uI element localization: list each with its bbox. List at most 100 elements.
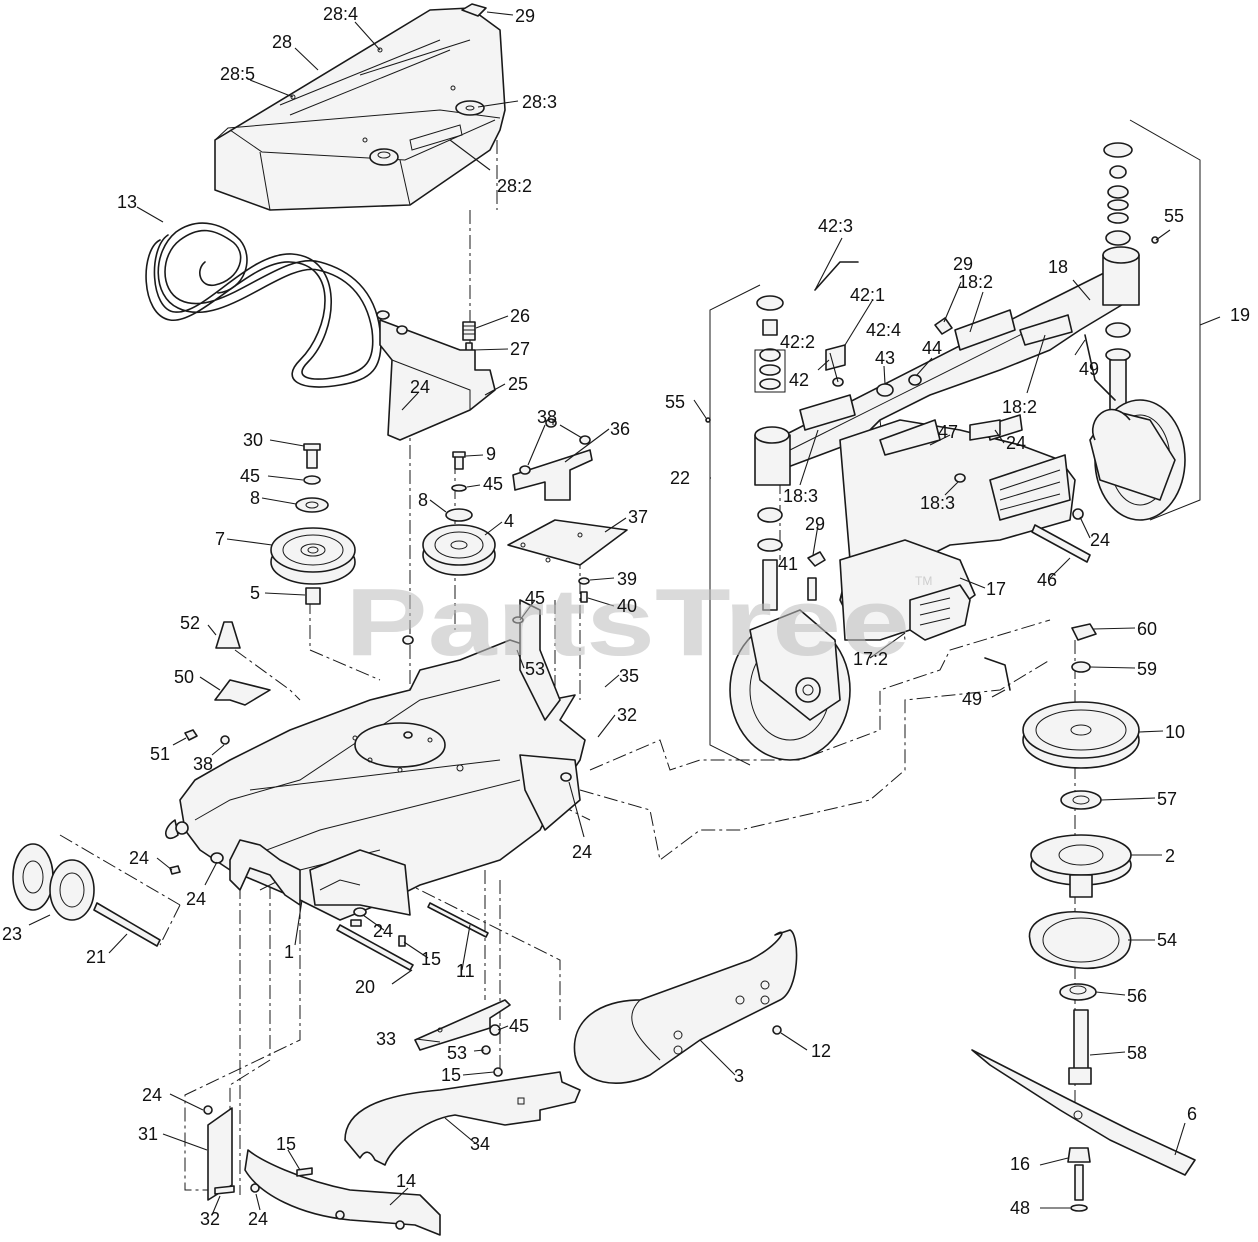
callout-label: 18:3 xyxy=(920,493,955,513)
callout-label: 5 xyxy=(250,583,260,603)
callout-label: 32 xyxy=(200,1209,220,1229)
callout-label: 4 xyxy=(504,511,514,531)
callout-label: 29 xyxy=(805,514,825,534)
deflector-stop xyxy=(184,621,271,745)
callout-label: 57 xyxy=(1157,789,1177,809)
callout-label: 24 xyxy=(1090,530,1110,550)
callout-label: 18:2 xyxy=(1002,397,1037,417)
callout-label: 37 xyxy=(628,507,648,527)
callout-label: 7 xyxy=(215,529,225,549)
callout-label: 20 xyxy=(355,977,375,997)
callout-label: 49 xyxy=(1079,359,1099,379)
callout-label: 24 xyxy=(248,1209,268,1229)
callout-label: 38 xyxy=(537,407,557,427)
callout-label: 1 xyxy=(284,942,294,962)
callout-label: 55 xyxy=(1164,206,1184,226)
callout-label: 43 xyxy=(875,348,895,368)
callout-label: 28:3 xyxy=(522,92,557,112)
callout-label: 15 xyxy=(421,949,441,969)
callout-label: 11 xyxy=(456,961,475,981)
callout-label: 24 xyxy=(186,889,206,909)
watermark-text: PartsTree xyxy=(345,569,910,676)
caster-arm-assembly xyxy=(774,269,1131,641)
watermark-trademark: TM xyxy=(915,574,932,588)
callout-label: 8 xyxy=(250,488,260,508)
callout-label: 44 xyxy=(922,338,942,358)
callout-label: 29 xyxy=(953,254,973,274)
callout-label: 35 xyxy=(619,666,639,686)
callout-label: 45 xyxy=(525,588,545,608)
callout-label: 24 xyxy=(373,921,393,941)
callout-label: 28 xyxy=(272,32,292,52)
callout-label: 2 xyxy=(1165,846,1175,866)
callout-label: 25 xyxy=(508,374,528,394)
callout-label: 21 xyxy=(86,947,106,967)
roller-assembly xyxy=(12,843,181,947)
callout-label: 60 xyxy=(1137,619,1157,639)
caster-hardware xyxy=(705,261,1116,691)
callout-label: 39 xyxy=(617,569,637,589)
callout-label: 42:3 xyxy=(818,216,853,236)
callout-label: 36 xyxy=(610,419,630,439)
callout-label: 18 xyxy=(1048,257,1068,277)
rear-bracket xyxy=(414,999,511,1077)
callout-label: 45 xyxy=(483,474,503,494)
left-pulley-stack xyxy=(270,443,356,605)
callout-label: 32 xyxy=(617,705,637,725)
callout-label: 8 xyxy=(418,490,428,510)
mower-deck xyxy=(165,599,586,921)
callout-label: 16 xyxy=(1010,1154,1030,1174)
callout-label: 28:5 xyxy=(220,64,255,84)
callout-label: 19 xyxy=(1230,305,1250,325)
callout-label: 58 xyxy=(1127,1043,1147,1063)
callout-label: 18:3 xyxy=(783,486,818,506)
callout-label: 52 xyxy=(180,613,200,633)
belt-cover-plate xyxy=(507,418,628,603)
callout-label: 42 xyxy=(789,370,809,390)
side-skirts xyxy=(203,1105,441,1236)
leader-lines xyxy=(28,11,1221,1216)
callout-label: 45 xyxy=(509,1016,529,1036)
watermark: PartsTree TM xyxy=(345,569,932,676)
callout-label: 15 xyxy=(441,1065,461,1085)
callout-label: 30 xyxy=(243,430,263,450)
callout-label: 28:4 xyxy=(323,4,358,24)
callout-label: 10 xyxy=(1165,722,1185,742)
callout-label: 49 xyxy=(962,689,982,709)
deck-cover xyxy=(214,3,506,211)
callout-label: 27 xyxy=(510,339,530,359)
idler-bracket xyxy=(376,310,496,441)
callout-labels: 28:4 29 28 28:5 28:3 28:2 13 26 27 24 25… xyxy=(2,4,1250,1229)
callout-label: 23 xyxy=(2,924,22,944)
right-caster-wheel xyxy=(1089,142,1186,521)
callout-label: 28:2 xyxy=(497,176,532,196)
callout-label: 42:4 xyxy=(866,320,901,340)
callout-label: 24 xyxy=(572,842,592,862)
callout-label: 34 xyxy=(470,1134,490,1154)
callout-label: 26 xyxy=(510,306,530,326)
callout-label: 46 xyxy=(1037,570,1057,590)
left-caster-wheel xyxy=(729,295,851,761)
callout-label: 53 xyxy=(525,659,545,679)
callout-label: 9 xyxy=(486,444,496,464)
group-brackets xyxy=(709,119,1201,766)
callout-label: 40 xyxy=(617,596,637,616)
callout-label: 24 xyxy=(129,848,149,868)
callout-label: 53 xyxy=(447,1043,467,1063)
callout-label: 42:1 xyxy=(850,285,885,305)
callout-label: 55 xyxy=(665,392,685,412)
baffle xyxy=(573,929,798,1084)
callout-label: 6 xyxy=(1187,1104,1197,1124)
callout-label: 14 xyxy=(396,1171,416,1191)
rear-baffle xyxy=(344,1071,581,1166)
callout-label: 45 xyxy=(240,466,260,486)
callout-label: 33 xyxy=(376,1029,396,1049)
callout-label: 59 xyxy=(1137,659,1157,679)
callout-label: 51 xyxy=(150,744,170,764)
callout-label: 18:2 xyxy=(958,272,993,292)
callout-label: 29 xyxy=(515,6,535,26)
callout-label: 48 xyxy=(1010,1198,1030,1218)
callout-label: 24 xyxy=(1006,433,1026,453)
middle-pulley-stack xyxy=(422,451,496,576)
